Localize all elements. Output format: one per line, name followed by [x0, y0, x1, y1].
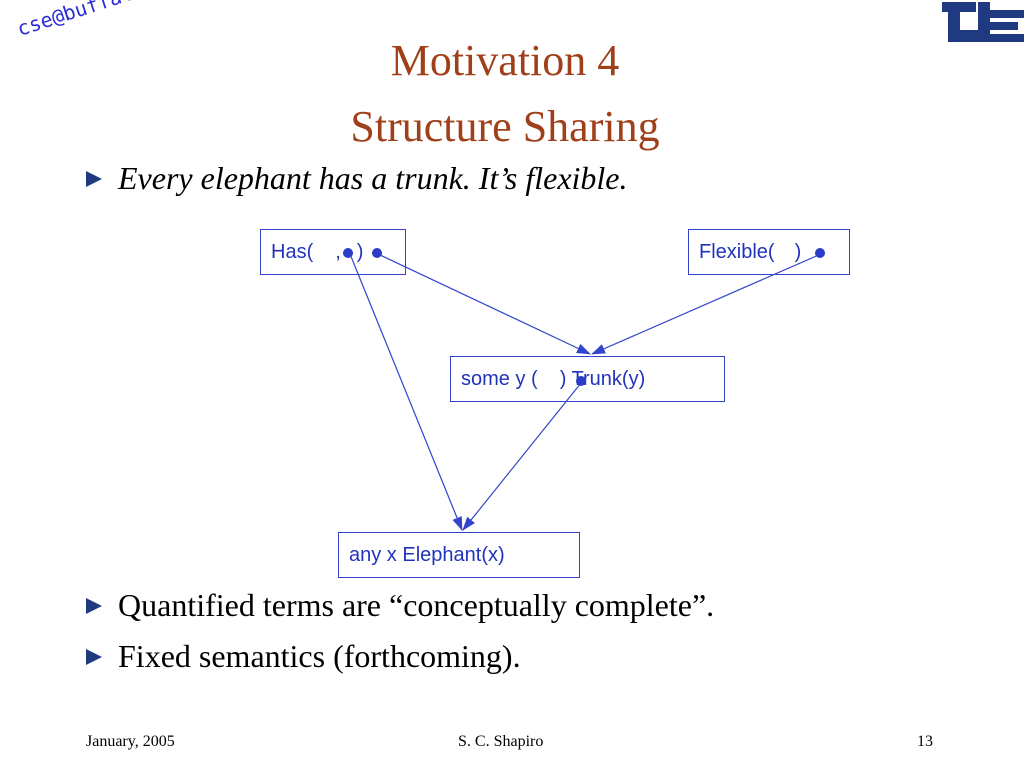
node-any-elephant: any x Elephant(x)	[338, 532, 580, 578]
ub-logo-icon	[942, 2, 1024, 42]
node-some-trunk: some y ( ) Trunk(y)	[450, 356, 725, 402]
edge-has-arg2-to-some	[377, 253, 591, 355]
footer-author: S. C. Shapiro	[458, 733, 544, 750]
footer-date: January, 2005	[86, 733, 175, 750]
bullet-arrow-icon	[86, 598, 102, 614]
bullet-arrow-icon	[86, 171, 102, 187]
footer-page-number: 13	[917, 733, 933, 750]
cse-buffalo-logo: cse@buffalo	[14, 0, 148, 41]
bullet-item: Every elephant has a trunk. It’s flexibl…	[86, 158, 628, 198]
bullet-text: Quantified terms are “conceptually compl…	[118, 586, 715, 623]
node-flexible: Flexible()	[688, 229, 850, 275]
node-has-suffix: )	[356, 241, 364, 263]
bullet-text: Every elephant has a trunk. It’s flexibl…	[118, 159, 628, 196]
bullet-text: Fixed semantics (forthcoming).	[118, 637, 521, 674]
node-some-prefix: some y (	[461, 368, 538, 390]
node-any-label: any x Elephant(x)	[349, 544, 505, 566]
node-has: Has(,)	[260, 229, 406, 275]
edge-some-to-any	[462, 382, 582, 531]
bullet-arrow-icon	[86, 649, 102, 665]
edge-has-arg1-to-any	[349, 253, 463, 531]
node-some-suffix: ) Trunk(y)	[559, 368, 646, 390]
node-has-sep: ,	[335, 241, 341, 263]
node-flexible-prefix: Flexible(	[699, 241, 775, 263]
node-has-prefix: Has(	[271, 241, 314, 263]
slide-title-line1: Motivation 4	[390, 36, 620, 85]
bullet-item: Quantified terms are “conceptually compl…	[86, 585, 714, 625]
slide-title-line2: Structure Sharing	[350, 102, 660, 151]
bullet-item: Fixed semantics (forthcoming).	[86, 636, 521, 676]
node-flexible-suffix: )	[794, 241, 802, 263]
